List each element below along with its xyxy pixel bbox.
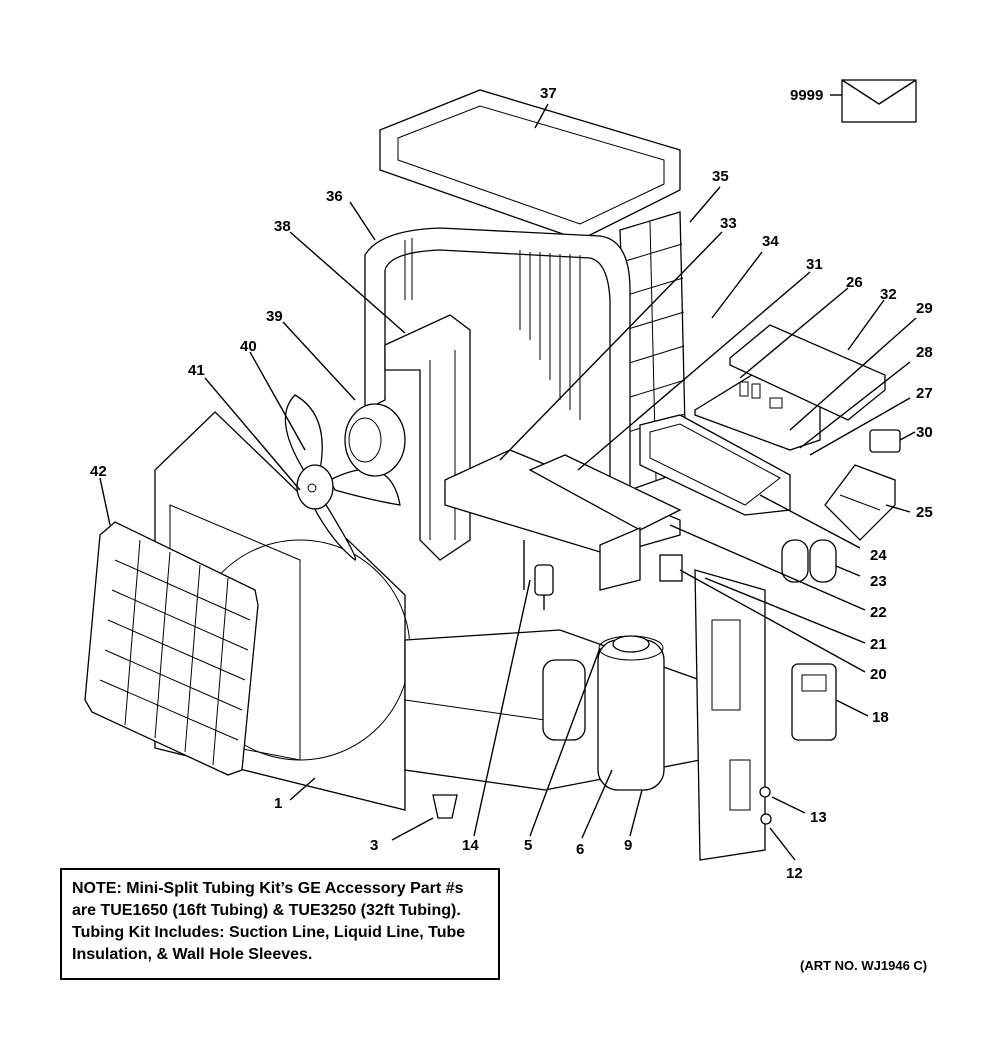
callout-22: 22 — [870, 604, 887, 621]
note-line-3: Tubing Kit Includes: Suction Line, Liqui… — [72, 924, 466, 941]
callout-36: 36 — [326, 188, 343, 205]
callout-24: 24 — [870, 547, 887, 564]
control-box — [444, 449, 682, 591]
callout-18: 18 — [872, 709, 889, 726]
callout-26: 26 — [846, 274, 863, 291]
board-cover — [729, 324, 886, 421]
handle-cover — [791, 663, 837, 741]
rubber-foot — [432, 794, 458, 819]
literature-envelope-icon — [841, 79, 917, 123]
note-line-4: Insulation, & Wall Hole Sleeves. — [72, 946, 313, 963]
callout-14: 14 — [462, 837, 479, 854]
callout-12: 12 — [786, 865, 803, 882]
service-valves — [759, 786, 772, 825]
relay-component — [869, 429, 901, 453]
side-panel — [694, 569, 766, 861]
callout-40: 40 — [240, 338, 257, 355]
callout-41: 41 — [188, 362, 205, 379]
art-number: (ART NO. WJ1946 C) — [800, 958, 928, 973]
callout-42: 42 — [90, 463, 107, 480]
accumulator — [542, 659, 586, 741]
callout-39: 39 — [266, 308, 283, 325]
terminal-block — [659, 554, 683, 582]
callout-27: 27 — [916, 385, 933, 402]
note-line-2: are TUE1650 (16ft Tubing) & TUE3250 (32f… — [72, 902, 461, 919]
compressor — [597, 635, 665, 791]
leader-lines — [99, 94, 917, 861]
capacitors — [781, 539, 837, 583]
note-line-1: NOTE: Mini-Split Tubing Kit’s GE Accesso… — [72, 880, 464, 897]
callout-31: 31 — [806, 256, 823, 273]
callout-23: 23 — [870, 573, 887, 590]
callout-33: 33 — [720, 215, 737, 232]
tubing-kit-note: NOTE: Mini-Split Tubing Kit’s GE Accesso… — [60, 868, 500, 980]
fan-blade — [284, 394, 401, 561]
callout-13: 13 — [810, 809, 827, 826]
callout-29: 29 — [916, 300, 933, 317]
fan-grille — [84, 521, 259, 776]
control-panel-cover — [639, 414, 791, 516]
top-cover — [379, 89, 681, 241]
callout-9999: 9999 — [790, 87, 823, 104]
terminal-bracket — [824, 464, 896, 541]
callout-labels: 37 9999 35 36 33 38 34 31 26 32 29 39 40… — [90, 85, 933, 882]
callout-6: 6 — [576, 841, 584, 858]
callout-20: 20 — [870, 666, 887, 683]
callout-30: 30 — [916, 424, 933, 441]
callout-32: 32 — [880, 286, 897, 303]
callout-25: 25 — [916, 504, 933, 521]
callout-21: 21 — [870, 636, 887, 653]
callout-34: 34 — [762, 233, 779, 250]
fan-motor — [344, 403, 406, 477]
callout-35: 35 — [712, 168, 729, 185]
callout-28: 28 — [916, 344, 933, 361]
callout-37: 37 — [540, 85, 557, 102]
reversing-valve — [523, 540, 554, 610]
callout-9: 9 — [624, 837, 632, 854]
callout-38: 38 — [274, 218, 291, 235]
callout-1: 1 — [274, 795, 282, 812]
callout-5: 5 — [524, 837, 532, 854]
callout-3: 3 — [370, 837, 378, 854]
